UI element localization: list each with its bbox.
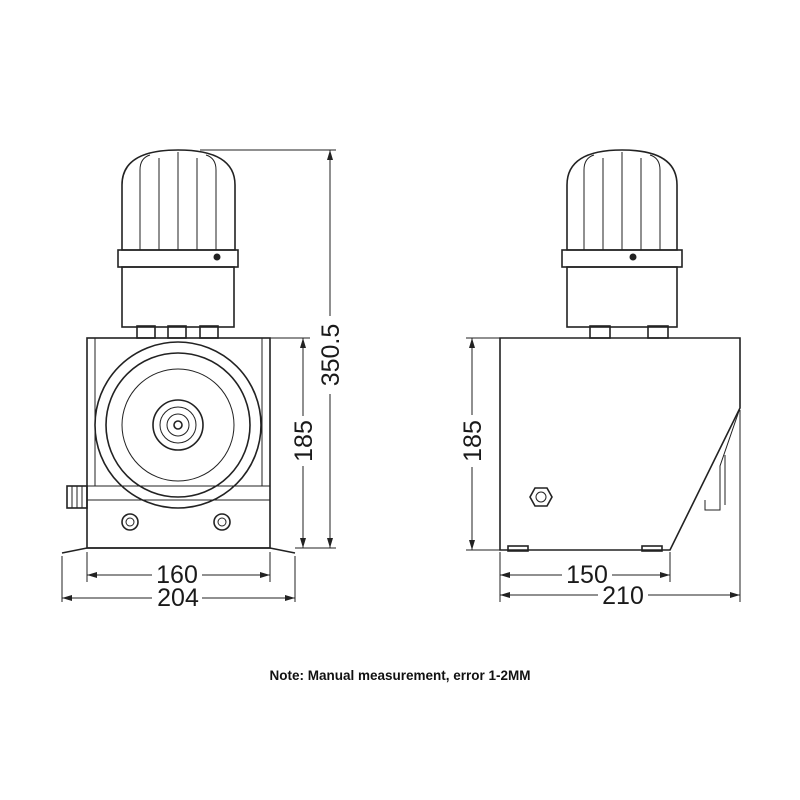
front-dimensions <box>61 149 336 602</box>
side-collar-screw-icon <box>629 253 637 261</box>
side-beacon-base <box>566 266 678 328</box>
front-beacon-base <box>121 266 235 328</box>
side-housing <box>499 337 741 551</box>
side-foot-right <box>641 545 663 552</box>
side-beacon-dome <box>566 149 678 251</box>
dim-350-5-label: 350.5 <box>317 324 345 387</box>
side-view <box>499 149 741 552</box>
side-dimension-labels: 185 150 210 <box>458 415 648 610</box>
dim-185-side-label: 185 <box>459 420 487 462</box>
front-view <box>61 149 296 554</box>
cable-gland-icon <box>66 485 88 509</box>
side-foot-left <box>507 545 529 552</box>
hex-nut-icon <box>529 487 553 507</box>
front-base-plate <box>61 547 296 554</box>
dim-160-label: 160 <box>156 561 198 589</box>
side-beacon-collar <box>561 249 683 268</box>
dim-204-label: 204 <box>157 584 199 612</box>
speaker-horn-icon <box>94 341 262 509</box>
front-beacon-dome <box>121 149 236 251</box>
front-dimension-labels: 350.5 185 160 204 <box>152 316 345 612</box>
mount-screw-icon <box>121 513 231 531</box>
dim-185-front-label: 185 <box>290 420 318 462</box>
measurement-note: Note: Manual measurement, error 1-2MM <box>269 668 531 683</box>
collar-screw-icon <box>213 253 221 261</box>
dim-210-label: 210 <box>602 582 644 610</box>
